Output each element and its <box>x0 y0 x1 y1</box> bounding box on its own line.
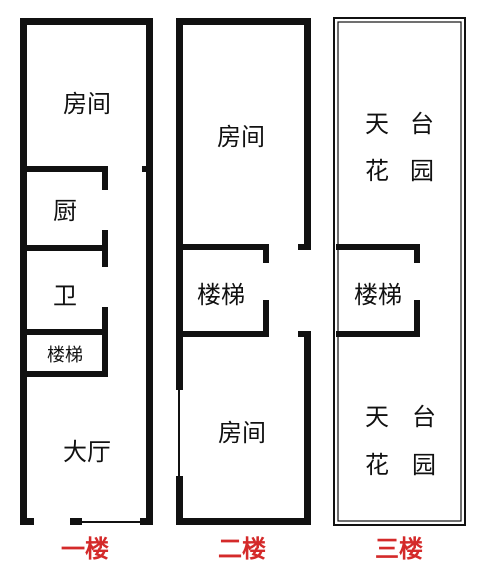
floor-1-label: 一楼 <box>61 534 109 563</box>
floor-3-garden-bottom-char-2: 台 <box>412 403 436 431</box>
floor-2-stairs-label: 楼梯 <box>197 281 245 309</box>
floor-2-wall-top <box>176 18 311 25</box>
floor-3-wall-stairs-right <box>414 244 420 263</box>
floor-2-door-mark-right-lower <box>298 331 311 337</box>
floor-1-stairs-label: 楼梯 <box>47 345 83 366</box>
floor-3-inner-border <box>337 21 462 522</box>
floor-1-wall-kitchen-right <box>102 166 108 190</box>
floor-2-wall-right-upper <box>304 18 311 248</box>
floor-1-wall-kitchen-bath <box>20 245 108 251</box>
floor-2-wall-stairs-right <box>263 244 269 263</box>
floor-2-wall-room-stairs <box>176 244 269 250</box>
floor-2-window-left <box>178 390 180 476</box>
floor-3-garden-top-char-3: 花 <box>365 157 389 185</box>
floor-2-wall-stairs-room <box>176 331 269 337</box>
floor-1-bathroom-label: 卫 <box>53 282 77 310</box>
floor-1-wall-right-lower <box>146 172 153 525</box>
floor-1-wall-right-upper <box>146 18 153 166</box>
floor-1-window-bottom <box>82 521 153 523</box>
floor-3-garden-bottom-char-1: 天 <box>365 403 389 431</box>
floor-3-outer-border <box>333 17 466 526</box>
floor-1-wall-bottom-left <box>20 518 34 525</box>
floor-1-wall-top <box>20 18 153 25</box>
floor-2-wall-left-upper <box>176 18 183 390</box>
floor-1-wall-bath-stairs <box>20 329 108 335</box>
floor-3-garden-top-char-1: 天 <box>365 110 389 138</box>
floor-1-wall-bath-right <box>102 245 108 267</box>
floor-2-plan: 房间 楼梯 房间 二楼 <box>176 18 311 563</box>
floor-2-room-top-label: 房间 <box>217 123 265 151</box>
floor-1-wall-room-kitchen <box>20 166 108 172</box>
floor-3-stairs-label: 楼梯 <box>354 281 402 309</box>
floor-1-room-label: 房间 <box>63 90 111 118</box>
floor-3-plan: 天 台 花 园 楼梯 天 台 花 园 三楼 <box>333 17 466 563</box>
floor-1-wall-bottom-mid <box>70 518 82 525</box>
floor-3-wall-stairs-top <box>336 244 420 250</box>
floor-2-label: 二楼 <box>218 534 266 563</box>
floor-3-wall-stairs-bottom <box>336 331 420 337</box>
floor-2-room-bottom-label: 房间 <box>218 419 266 447</box>
floor-1-wall-bottom-right <box>140 518 153 525</box>
floor-3-garden-bottom-char-4: 园 <box>412 451 436 479</box>
floor-1-plan: 房间 厨 卫 楼梯 大厅 一楼 <box>20 18 153 563</box>
floor-1-wall-left <box>20 18 27 525</box>
floor-3-wall-stairs-right-lower <box>414 300 420 337</box>
floor-1-wall-kitchen-right-lower <box>102 230 108 250</box>
floor-1-wall-stairs-hall <box>20 371 108 377</box>
floor-2-wall-left-lower <box>176 476 183 525</box>
floor-3-garden-top-char-4: 园 <box>410 157 434 185</box>
floor-1-hall-label: 大厅 <box>63 438 111 466</box>
floor-2-door-mark-right-upper <box>298 244 311 250</box>
floor-3-garden-top-char-2: 台 <box>410 110 434 138</box>
floor-1-wall-bath-right-lower <box>102 307 108 377</box>
floor-2-wall-right-lower <box>304 333 311 525</box>
floor-3-label: 三楼 <box>375 534 423 563</box>
floor-2-wall-bottom <box>176 518 311 525</box>
floor-1-kitchen-label: 厨 <box>53 197 77 225</box>
floor-3-garden-bottom-char-3: 花 <box>365 451 389 479</box>
floor-1-door-mark-right <box>142 166 153 172</box>
floor-2-wall-stairs-right-lower <box>263 300 269 337</box>
